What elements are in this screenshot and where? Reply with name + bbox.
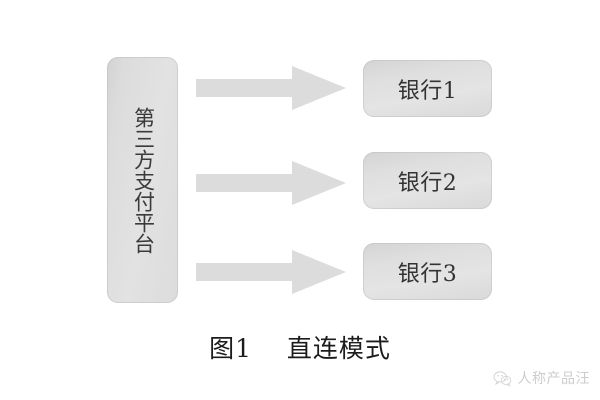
bank-box-2: 银行2 [363,152,492,209]
platform-label: 第三方支付平台 [131,106,156,254]
bank-box-3: 银行3 [363,243,492,300]
bank-label-2: 银行2 [397,170,458,196]
bank-label-1: 银行1 [397,78,458,104]
arrow-to-bank-2 [196,158,346,208]
bank-box-1: 银行1 [363,60,492,117]
figure-caption: 图1 直连模式 [0,329,600,365]
arrow-to-bank-3 [196,247,346,297]
wechat-icon [493,370,511,387]
platform-box: 第三方支付平台 [107,57,178,303]
watermark-text: 人称产品汪 [517,371,590,387]
watermark: 人称产品汪 [493,368,591,388]
caption-title: 直连模式 [286,334,391,363]
bank-label-3: 银行3 [397,261,458,287]
caption-number: 图1 [209,334,252,363]
arrow-to-bank-1 [196,63,346,113]
